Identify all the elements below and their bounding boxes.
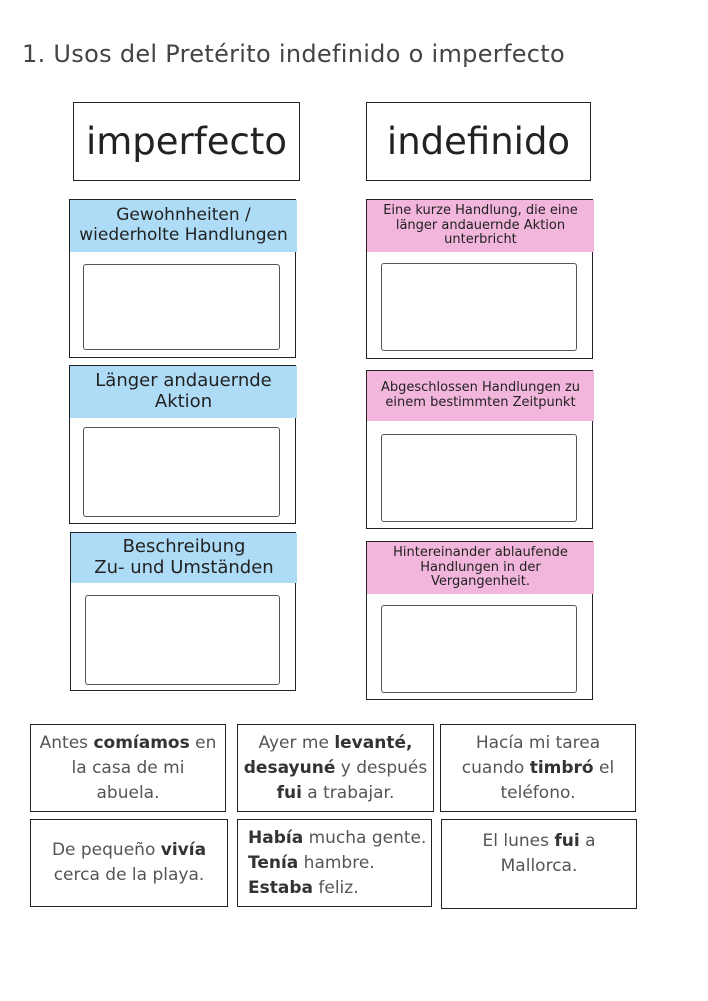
page-title: 1. Usos del Pretérito indefinido o imper…	[22, 40, 565, 68]
answer-drop-zone[interactable]	[381, 263, 577, 351]
answer-drop-zone[interactable]	[381, 434, 577, 522]
answer-drop-zone[interactable]	[85, 595, 280, 685]
answer-drop-zone[interactable]	[83, 264, 280, 350]
example-card[interactable]: Hacía mi tarea cuando timbró el teléfono…	[440, 724, 636, 812]
card-category-label: Gewohnheiten /wiederholte Handlungen	[70, 200, 297, 252]
indefinido-heading: indefinido	[366, 102, 591, 181]
example-card[interactable]: Antes comíamos en la casa de mi abuela.	[30, 724, 226, 812]
answer-drop-zone[interactable]	[381, 605, 577, 693]
example-card[interactable]: Ayer me levanté, desayuné y después fui …	[237, 724, 434, 812]
imperfecto-heading-label: imperfecto	[85, 120, 288, 163]
answer-drop-zone[interactable]	[83, 427, 280, 517]
example-card[interactable]: Había mucha gente. Tenía hambre. Estaba …	[237, 819, 432, 907]
imperfecto-heading: imperfecto	[73, 102, 300, 181]
indefinido-heading-label: indefinido	[386, 120, 571, 163]
example-card[interactable]: El lunes fui a Mallorca.	[441, 819, 637, 909]
example-card[interactable]: De pequeño vivía cerca de la playa.	[30, 819, 228, 907]
imperfecto-card-habits: Gewohnheiten /wiederholte Handlungen	[69, 199, 297, 358]
